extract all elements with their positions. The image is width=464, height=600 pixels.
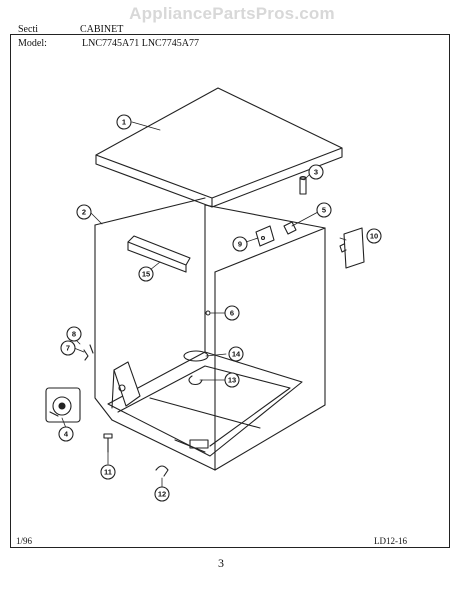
- callout-8-label: 8: [72, 330, 76, 339]
- screw-part: [205, 310, 211, 316]
- model-numbers: LNC7745A71 LNC7745A77: [82, 38, 199, 49]
- callout-12: 12: [154, 486, 170, 502]
- rear-support-part: [111, 361, 141, 409]
- callout-5: 5: [316, 202, 332, 218]
- callout-6-label: 6: [230, 309, 234, 318]
- callout-15: 15: [138, 266, 154, 282]
- callout-4-label: 4: [64, 430, 69, 439]
- callout-4: 4: [58, 426, 74, 442]
- callout-13-label: 13: [228, 376, 236, 385]
- callout-markers: 1 2 3 4 5 6 7 8 9 10 11 12 13 14 15: [58, 114, 382, 502]
- callout-15-label: 15: [142, 270, 150, 279]
- front-bracket-part: [127, 235, 191, 273]
- callout-8: 8: [66, 326, 82, 342]
- top-panel-part: [95, 87, 343, 208]
- callout-3: 3: [308, 164, 324, 180]
- callout-10-label: 10: [370, 232, 378, 241]
- small-clip-part: [83, 344, 94, 361]
- footer-code: LD12-16: [374, 536, 407, 546]
- callout-5-label: 5: [322, 206, 326, 215]
- motor-mount-part: [45, 387, 81, 423]
- callout-11: 11: [100, 464, 116, 480]
- model-label: Model:: [18, 38, 47, 49]
- callout-7-label: 7: [66, 344, 70, 353]
- wire-clip-part: [188, 375, 203, 386]
- diagram-frame: [10, 34, 450, 548]
- section-title: CABINET: [80, 24, 124, 35]
- callout-9: 9: [232, 236, 248, 252]
- cabinet-body-part: [94, 197, 326, 471]
- watermark-logo: AppliancePartsPros.com: [129, 4, 335, 23]
- hinge-bracket-part: [255, 221, 297, 247]
- callout-11-label: 11: [104, 468, 112, 477]
- section-label: Secti: [18, 24, 38, 35]
- callout-12-label: 12: [158, 490, 166, 499]
- leader-lines: [61, 121, 347, 489]
- drum-pad-part: [183, 350, 209, 362]
- callout-10: 10: [366, 228, 382, 244]
- callout-1-label: 1: [122, 118, 126, 127]
- callout-7: 7: [60, 340, 76, 356]
- callout-9-label: 9: [238, 240, 242, 249]
- callout-3-label: 3: [314, 168, 318, 177]
- callout-2-label: 2: [82, 208, 86, 217]
- callout-13: 13: [224, 372, 240, 388]
- callout-1: 1: [116, 114, 132, 130]
- leveling-leg-part: [103, 433, 113, 453]
- handwritten-page-number: 3: [218, 556, 224, 570]
- footer-date: 1/96: [16, 536, 33, 546]
- callout-14: 14: [228, 346, 244, 362]
- side-plate-part: [339, 227, 365, 269]
- callout-2: 2: [76, 204, 92, 220]
- clamp-part: [155, 465, 169, 477]
- callout-14-label: 14: [232, 350, 241, 359]
- callout-6: 6: [224, 305, 240, 321]
